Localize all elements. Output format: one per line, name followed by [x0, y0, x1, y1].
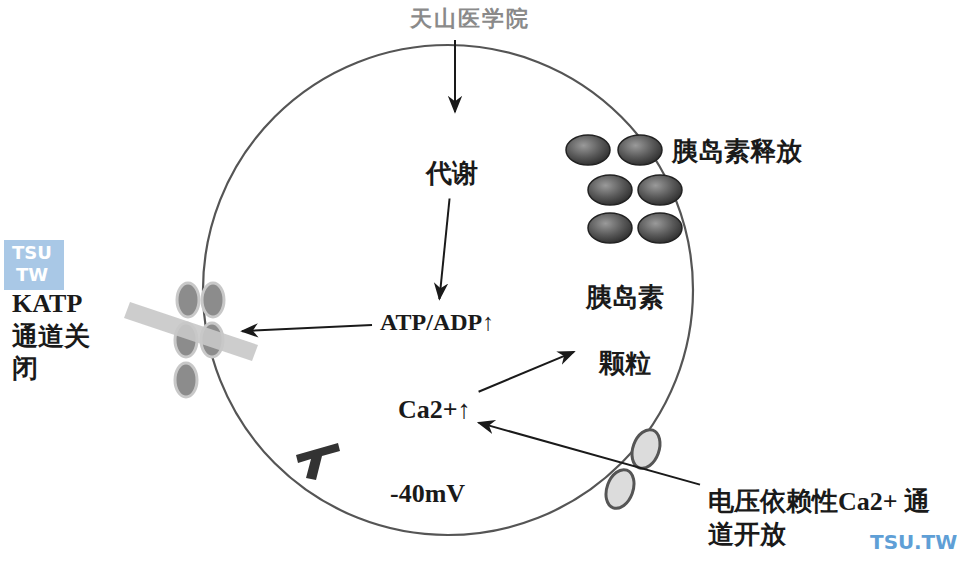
node-text: Ca2+↑ — [398, 394, 471, 427]
node-text: ATP/ADP↑ — [380, 307, 494, 337]
ion-label: Ca2+↑ — [396, 392, 473, 429]
connector-arrow — [439, 199, 449, 300]
watermark-box — [4, 240, 64, 290]
node-text: 胰岛素释放 — [672, 136, 802, 169]
spacer — [455, 205, 456, 272]
node-text: 代谢 — [426, 158, 478, 191]
watermark-logo: TW — [16, 264, 48, 285]
watermark-logo: TSU — [12, 242, 52, 263]
input-arrow — [454, 40, 456, 112]
watermark-logo: .TW — [914, 530, 957, 554]
ratio-label: ATP/ADP↑ — [378, 305, 496, 339]
release-label: 胰岛素释放 — [670, 134, 804, 171]
blocker-symbol — [296, 443, 340, 480]
ca-channel — [601, 426, 665, 512]
katp-channel — [124, 283, 258, 397]
insulin-granules — [566, 135, 682, 243]
granule-label: 胰岛素 颗粒 — [580, 263, 666, 400]
node-text: KATP通道关闭 — [12, 288, 108, 386]
node-text: 胰岛素 颗粒 — [582, 265, 668, 398]
connector-arrow — [479, 423, 700, 485]
process-label: 代谢 — [424, 156, 480, 193]
node-text: -40mV — [390, 478, 465, 511]
potential-label: -40mV — [388, 476, 467, 513]
connector-arrow — [479, 352, 574, 392]
watermark-logo: TSU — [870, 530, 914, 554]
watermark-text: 天山医学院 — [410, 4, 530, 34]
connector-arrow — [242, 325, 372, 331]
channel-label: KATP通道关闭 — [10, 286, 236, 388]
